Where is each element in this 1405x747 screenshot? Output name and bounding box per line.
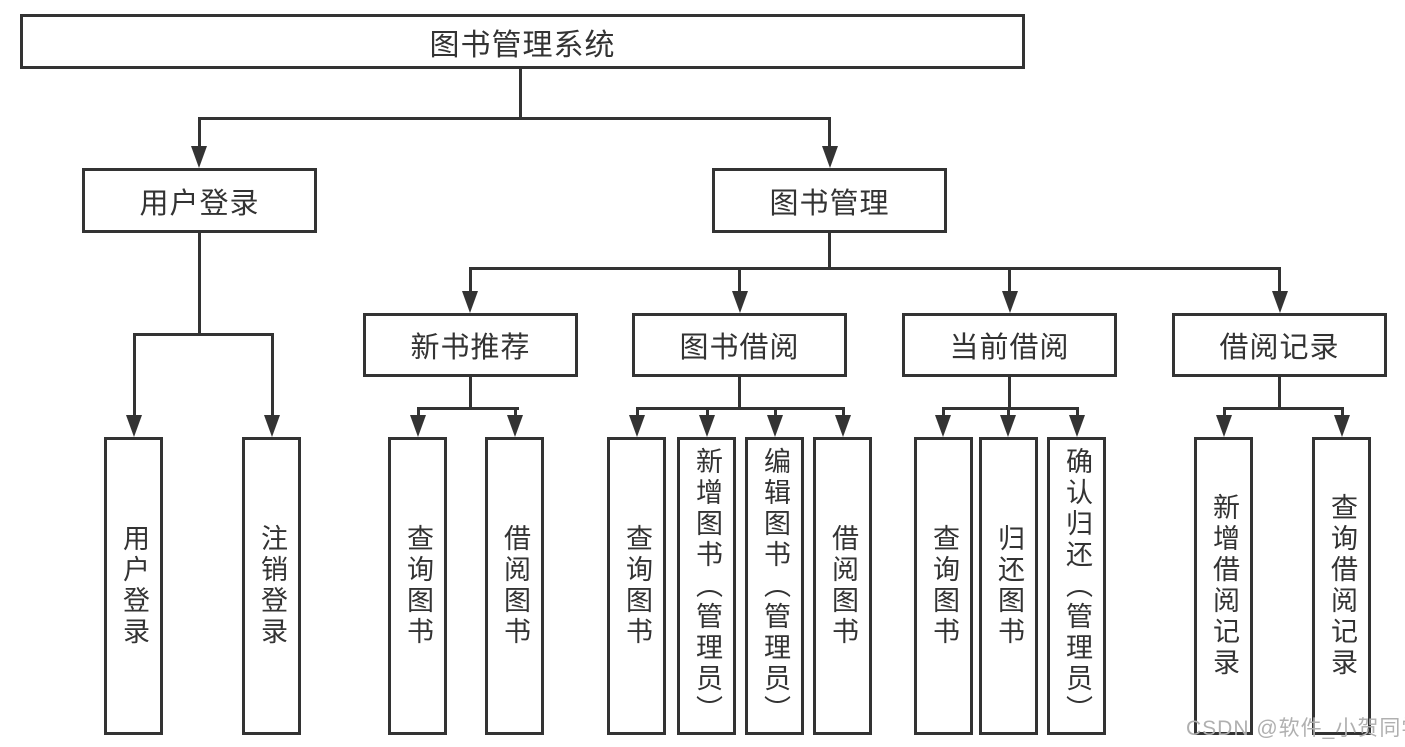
connector-drop-user-login [197,117,201,149]
node-confirm-return-admin: 确认归还（管理员） [1047,437,1106,735]
arrow-leaf-11 [1069,415,1085,437]
node-user-login: 用户登录 [82,168,317,233]
connector-level2-branch [197,117,831,120]
connector-user-login-branch [132,333,274,336]
connector-book-borrow-branch [635,407,845,410]
connector-drop-new-book [468,267,472,293]
connector-drop-user-login-leaf [132,333,136,417]
connector-drop-leaf-10 [1006,407,1010,417]
node-search-borrow-record: 查询借阅记录 [1312,437,1371,735]
connector-drop-borrow-records [1278,267,1281,293]
node-search-books-current: 查询图书 [914,437,973,735]
connector-new-book-branch [416,407,519,410]
connector-drop-leaf-12 [1222,407,1226,417]
node-label: 注销登录 [257,524,287,648]
arrow-new-book [462,291,478,313]
node-label: 图书管理 [769,187,890,220]
node-book-borrowing: 图书借阅 [632,313,847,377]
arrow-current-borrow [1001,291,1018,313]
node-label: 确认归还（管理员） [1062,446,1092,726]
arrow-leaf-7 [767,415,783,437]
watermark: CSDN @软件_小贺同学 [1186,717,1405,740]
arrow-user-login [191,146,207,168]
node-borrow-books-borrowing: 借阅图书 [813,437,872,735]
node-label: 图书管理系统 [429,28,616,62]
arrow-user-login-leaf [126,415,142,437]
arrow-leaf-5 [629,415,645,437]
arrow-leaf-6 [699,415,715,437]
arrow-leaf-3 [410,415,426,437]
arrow-leaf-8 [835,415,851,437]
node-label: 借阅图书 [828,524,858,648]
node-return-books: 归还图书 [979,437,1038,735]
connector-current-borrow-branch [941,407,1079,410]
arrow-leaf-12 [1216,415,1232,437]
node-label: 新增图书（管理员） [692,446,722,726]
connector-drop-leaf-3 [416,407,420,417]
node-label: 查询图书 [622,524,652,648]
connector-drop-current-borrow [1008,267,1011,293]
connector-drop-leaf-13 [1340,407,1344,417]
node-search-books-borrowing: 查询图书 [607,437,666,735]
node-add-books-admin: 新增图书（管理员） [677,437,736,735]
connector-drop-leaf-11 [1075,407,1079,417]
connector-drop-book-borrow [738,267,741,293]
node-book-management: 图书管理 [712,168,947,233]
arrow-leaf-10 [1000,415,1016,437]
node-label: 查询图书 [403,524,433,648]
connector-drop-book-management [828,117,831,149]
node-new-book-recommendation: 新书推荐 [363,313,578,377]
node-label: 用户登录 [119,524,149,648]
connector-drop-leaf-6 [705,407,709,417]
node-edit-books-admin: 编辑图书（管理员） [745,437,804,735]
node-label: 图书借阅 [679,332,800,364]
arrow-leaf-9 [935,415,951,437]
connector-new-book-stem [468,376,472,410]
node-label: 当前借阅 [949,332,1070,364]
node-label: 借阅图书 [500,524,530,648]
node-label: 用户登录 [139,187,260,220]
node-label: 新书推荐 [410,332,531,364]
arrow-logout [264,415,280,437]
node-label: 归还图书 [994,524,1024,648]
connector-drop-logout [270,333,274,417]
connector-drop-leaf-9 [941,407,945,417]
node-label: 借阅记录 [1219,332,1340,364]
node-borrow-books-recommend: 借阅图书 [485,437,544,735]
connector-book-management-stem [828,232,831,270]
connector-level3-branch [468,267,1281,270]
node-label: 查询图书 [929,524,959,648]
arrow-leaf-13 [1334,415,1350,437]
node-search-books-recommend: 查询图书 [388,437,447,735]
arrow-leaf-4 [507,415,523,437]
connector-drop-leaf-7 [773,407,777,417]
node-label: 新增借阅记录 [1209,493,1239,679]
connector-borrow-records-branch [1222,407,1344,410]
node-label: 查询借阅记录 [1327,493,1357,679]
connector-root-stem [518,68,522,120]
node-user-login-leaf: 用户登录 [104,437,163,735]
connector-drop-leaf-4 [513,407,517,417]
connector-current-borrow-stem [1008,376,1011,410]
node-label: 编辑图书（管理员） [760,446,790,726]
node-logout: 注销登录 [242,437,301,735]
arrow-book-management [821,146,838,168]
node-borrowing-records: 借阅记录 [1172,313,1387,377]
arrow-borrow-records [1271,291,1288,313]
connector-user-login-stem [197,232,201,336]
connector-drop-leaf-8 [841,407,845,417]
node-library-management-system: 图书管理系统 [20,14,1025,69]
connector-borrow-records-stem [1278,376,1281,410]
arrow-book-borrow [731,291,748,313]
node-current-borrowing: 当前借阅 [902,313,1117,377]
connector-drop-leaf-5 [635,407,639,417]
node-add-borrow-record: 新增借阅记录 [1194,437,1253,735]
connector-book-borrow-stem [738,376,741,410]
